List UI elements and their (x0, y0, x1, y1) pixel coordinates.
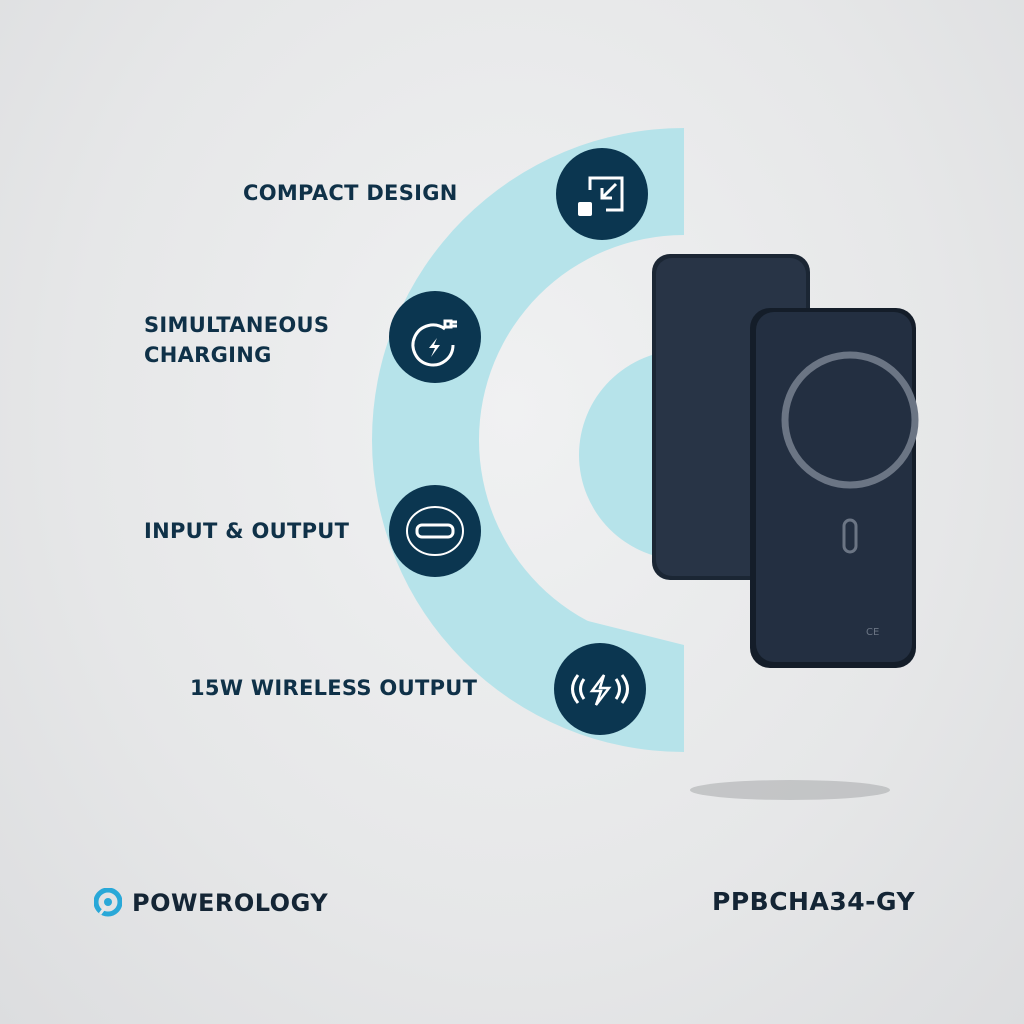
usb-c-port-icon (389, 485, 481, 577)
brand-arc-shape (372, 128, 684, 752)
powerology-logo-icon (94, 888, 122, 917)
feature-input-output: INPUT & OUTPUT (144, 519, 350, 543)
feature-label-line1: SIMULTANEOUS (144, 313, 330, 337)
brand-logo: POWEROLOGY (94, 888, 328, 918)
plug-charging-icon (389, 291, 481, 383)
brand-name: POWEROLOGY (132, 889, 329, 917)
svg-text:CE: CE (866, 627, 879, 638)
feature-simultaneous-charging: SIMULTANEOUS CHARGING (144, 310, 329, 370)
power-bank-front: CE (750, 308, 919, 668)
magsafe-ring (781, 351, 919, 489)
feature-wireless-output: 15W WIRELESS OUTPUT (190, 676, 478, 700)
wireless-bolt-icon (554, 643, 646, 735)
compact-arrow-icon (556, 148, 648, 240)
feature-compact-design: COMPACT DESIGN (243, 181, 458, 205)
product-shadow (690, 780, 890, 800)
model-number: PPBCHA34-GY (712, 887, 916, 916)
feature-label-line2: CHARGING (144, 343, 272, 367)
